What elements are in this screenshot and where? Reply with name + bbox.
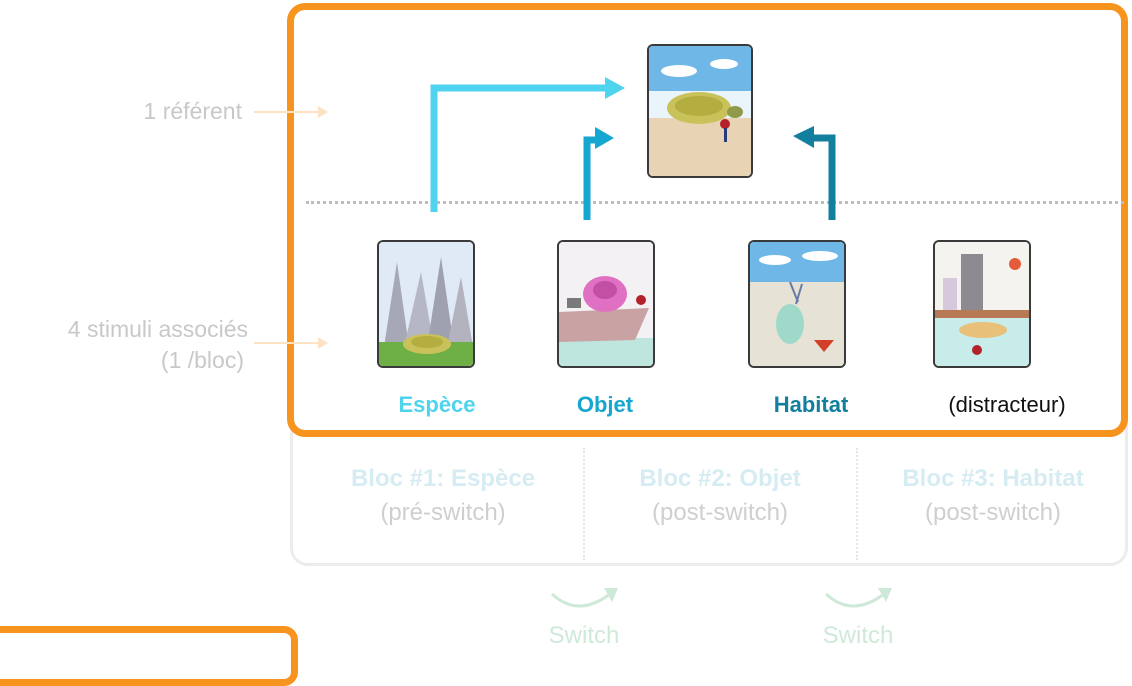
stimulus-label-habitat: Habitat	[773, 392, 849, 417]
next-frame-fragment	[0, 626, 298, 686]
bloc-divider	[856, 448, 858, 560]
stimuli-label-1: 4 stimuli associés	[67, 316, 248, 342]
referent-label: 1 référent	[143, 98, 242, 124]
stimulus-distracteur-image	[933, 240, 1031, 368]
bloc-2-title: Bloc #2: Objet	[639, 465, 801, 492]
habitat-arrowhead	[793, 126, 814, 148]
stimulus-espece-image	[377, 240, 475, 368]
referent-image	[647, 44, 753, 178]
bloc-2: Bloc #2: Objet (post-switch)	[585, 462, 855, 530]
bloc-1-title: Bloc #1: Espèce	[350, 465, 536, 492]
stimuli-label-2: (1 /bloc)	[160, 347, 244, 373]
espece-arrowhead	[605, 77, 625, 99]
connection-arrows	[430, 77, 836, 220]
separator-line	[306, 201, 1124, 204]
switch-arrow-2	[824, 588, 892, 608]
stimulus-label-distracteur: (distracteur)	[948, 392, 1066, 417]
bloc-1: Bloc #1: Espèce (pré-switch)	[308, 462, 578, 530]
referent-arrow	[252, 102, 332, 127]
objet-arrowhead	[595, 127, 614, 149]
switch-label-1: Switch	[548, 622, 620, 649]
switch-arrow-1	[550, 588, 618, 608]
bloc-3-sub: (post-switch)	[924, 499, 1062, 526]
espece-arrow	[430, 84, 608, 212]
bloc-2-sub: (post-switch)	[651, 499, 789, 526]
objet-arrow	[583, 136, 598, 220]
stimulus-habitat-image	[748, 240, 846, 368]
stimulus-objet-image	[557, 240, 655, 368]
bloc-divider	[583, 448, 585, 560]
bloc-3: Bloc #3: Habitat (post-switch)	[858, 462, 1128, 530]
switch-label-2: Switch	[822, 622, 894, 649]
habitat-arrow	[810, 134, 836, 220]
stimulus-label-objet: Objet	[576, 392, 634, 417]
stimuli-arrow	[252, 333, 332, 358]
stimulus-label-espece: Espèce	[398, 392, 476, 417]
bloc-3-title: Bloc #3: Habitat	[902, 465, 1084, 492]
bloc-1-sub: (pré-switch)	[380, 499, 506, 526]
